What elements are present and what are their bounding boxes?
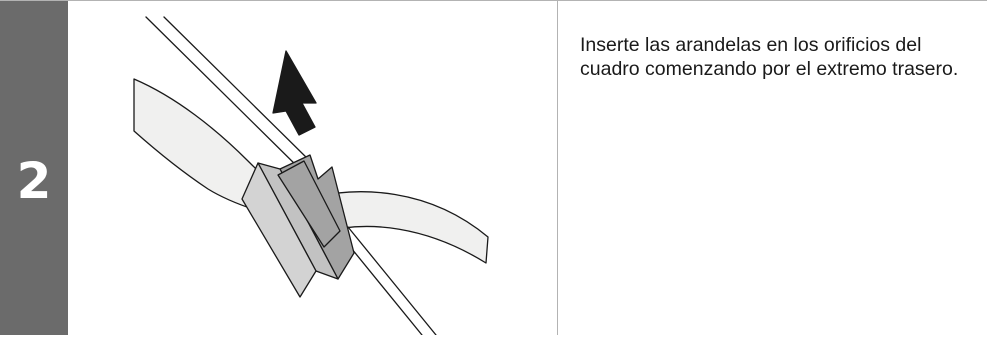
step-illustration (68, 1, 557, 336)
step-instruction: Inserte las arandelas en los orificios d… (580, 34, 959, 80)
column-divider (557, 1, 558, 335)
frame-rail-upper (145, 16, 313, 174)
up-arrow-icon (272, 50, 317, 136)
plastic-grommet (241, 154, 355, 298)
top-rule (0, 0, 987, 1)
fabric-strap (133, 78, 489, 264)
step-number: 2 (16, 152, 52, 210)
step-number-bar: 2 (0, 1, 68, 335)
